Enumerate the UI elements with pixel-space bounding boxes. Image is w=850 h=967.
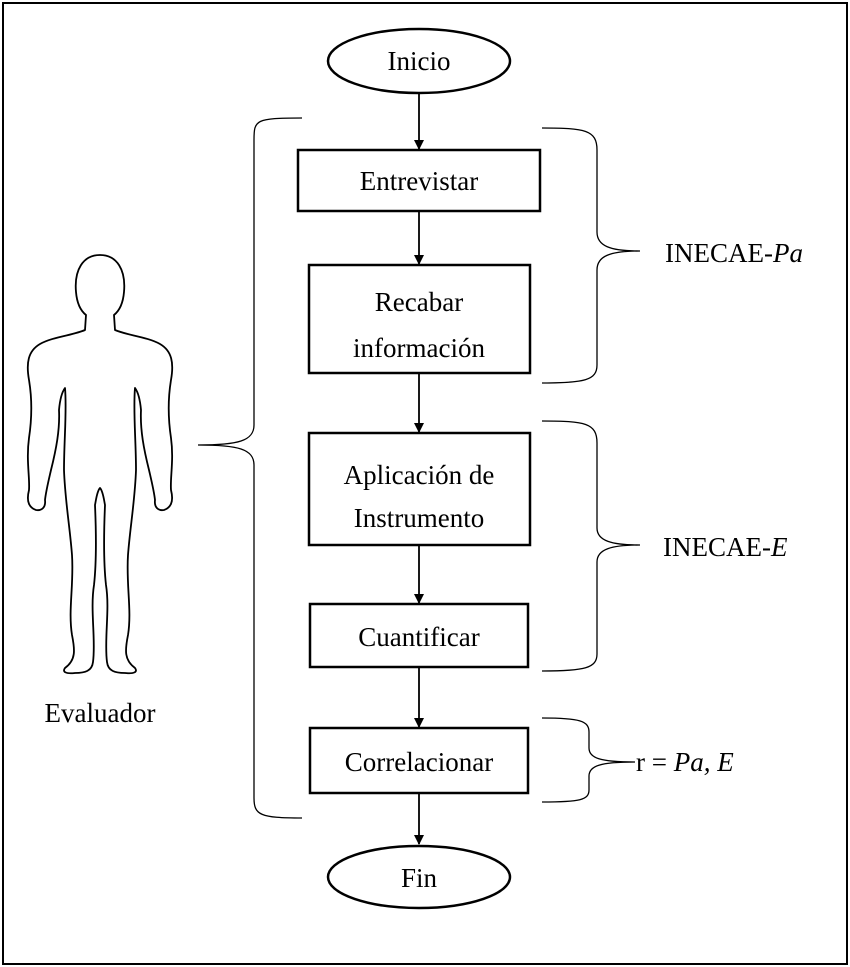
step-aplicacion-label-line2: Instrumento (354, 503, 484, 533)
step-recabar-label-line2: información (353, 333, 485, 363)
inecae-pa-brace (541, 127, 641, 384)
step-entrevistar-box (296, 148, 542, 213)
start-label: Inicio (388, 46, 451, 76)
evaluador-label: Evaluador (45, 698, 156, 728)
end-terminal (326, 844, 512, 910)
step-correlacionar-box (308, 726, 530, 795)
step-cuantificar-label: Cuantificar (358, 622, 479, 652)
step-recabar-box (307, 263, 532, 375)
step-recabar-label-line1: Recabar (375, 287, 463, 317)
inecae-pa-italic: Pa (772, 238, 803, 268)
inecae-e-label: INECAE-E (663, 532, 788, 562)
step-cuantificar-box (308, 602, 530, 669)
step-aplicacion-box (307, 431, 532, 547)
correlation-prefix: r = (636, 747, 674, 777)
inecae-pa-prefix: INECAE- (665, 238, 773, 268)
inecae-e-brace (541, 420, 641, 672)
inecae-e-prefix: INECAE- (663, 532, 771, 562)
step-aplicacion-label-line1: Aplicación de (344, 460, 495, 490)
human-figure-icon (26, 254, 174, 675)
correlation-brace (541, 717, 636, 803)
inecae-e-italic: E (770, 532, 788, 562)
step-correlacionar-label: Correlacionar (345, 747, 493, 777)
step-entrevistar-label: Entrevistar (360, 166, 478, 196)
start-terminal (326, 27, 512, 95)
end-label: Fin (401, 863, 438, 893)
evaluador-brace (197, 117, 303, 819)
inecae-pa-label: INECAE-Pa (665, 238, 803, 268)
correlation-label: r = Pa, E (636, 747, 734, 777)
correlation-italic: Pa, E (673, 747, 734, 777)
